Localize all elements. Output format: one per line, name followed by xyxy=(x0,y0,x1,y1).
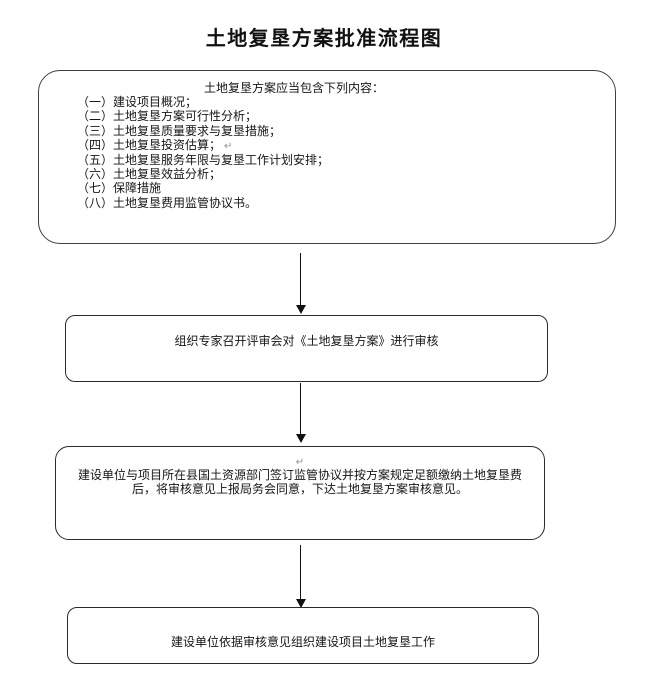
list-item: （四）土地复垦投资估算；↵ xyxy=(77,138,615,153)
arrow-down-icon xyxy=(295,434,306,443)
list-item-text: （六）土地复垦效益分析； xyxy=(77,166,222,181)
return-mark xyxy=(257,112,260,123)
flow-node-expert-review: 组织专家召开评审会对《土地复垦方案》进行审核 xyxy=(65,315,548,382)
agreement-approval-line-1: 建设单位与项目所在县国土资源部门签订监管协议并按方案规定足额缴纳土地复垦费 xyxy=(77,468,522,483)
arrow-shaft xyxy=(300,383,301,434)
arrow-shaft xyxy=(300,545,301,599)
return-mark xyxy=(257,199,260,210)
list-item: （三）土地复垦质量要求与复垦措施； xyxy=(77,123,615,139)
implementation-text: 建设单位依据审核意见组织建设项目土地复垦工作 xyxy=(170,635,435,649)
return-mark xyxy=(221,170,224,181)
arrow-down-icon xyxy=(295,305,306,314)
agreement-approval-line-2: 后，将审核意见上报局务会同意，下达土地复垦方案审核意见。 xyxy=(131,481,468,496)
arrow-shaft xyxy=(300,253,301,305)
plan-contents-list: （一）建设项目概况； （二）土地复垦方案可行性分析； （三）土地复垦质量要求与复… xyxy=(39,94,615,211)
flow-arrow-1 xyxy=(295,253,306,314)
list-item: （七）保障措施 xyxy=(77,182,615,196)
list-item-text: （三）土地复垦质量要求与复垦措施； xyxy=(77,123,282,138)
list-item-text: （七）保障措施 xyxy=(77,181,162,196)
return-mark xyxy=(329,156,332,167)
flow-arrow-2 xyxy=(295,383,306,443)
list-item: （二）土地复垦方案可行性分析； xyxy=(77,110,615,124)
flow-node-implementation: 建设单位依据审核意见组织建设项目土地复垦工作 xyxy=(67,607,539,664)
list-item: （五）土地复垦服务年限与复垦工作计划安排； xyxy=(77,152,615,168)
arrow-down-icon xyxy=(295,599,306,608)
flow-node-plan-contents: 土地复垦方案应当包含下列内容： （一）建设项目概况； （二）土地复垦方案可行性分… xyxy=(38,70,616,244)
flow-arrow-3 xyxy=(295,545,306,608)
page-title: 土地复垦方案批准流程图 xyxy=(205,26,443,50)
return-mark: ↵ xyxy=(295,457,305,468)
flow-node-agreement-approval: ↵ 建设单位与项目所在县国土资源部门签订监管协议并按方案规定足额缴纳土地复垦费 … xyxy=(55,446,545,540)
return-mark xyxy=(161,184,164,195)
list-item-text: （五）土地复垦服务年限与复垦工作计划安排； xyxy=(77,152,330,167)
plan-contents-header: 土地复垦方案应当包含下列内容： xyxy=(203,81,384,95)
list-item: （一）建设项目概况； xyxy=(77,94,615,110)
list-item-text: （四）土地复垦投资估算； xyxy=(77,138,222,153)
list-item: （六）土地复垦效益分析； xyxy=(77,166,615,182)
list-item-text: （一）建设项目概况； xyxy=(77,94,198,109)
list-item-text: （八）土地复垦费用监管协议书。 xyxy=(77,195,258,210)
expert-review-text: 组织专家召开评审会对《土地复垦方案》进行审核 xyxy=(174,334,439,348)
list-item-text: （二）土地复垦方案可行性分析； xyxy=(77,109,258,124)
return-mark xyxy=(197,98,200,109)
return-mark: ↵ xyxy=(224,141,233,153)
list-item: （八）土地复垦费用监管协议书。 xyxy=(77,195,615,211)
return-mark xyxy=(281,127,284,138)
